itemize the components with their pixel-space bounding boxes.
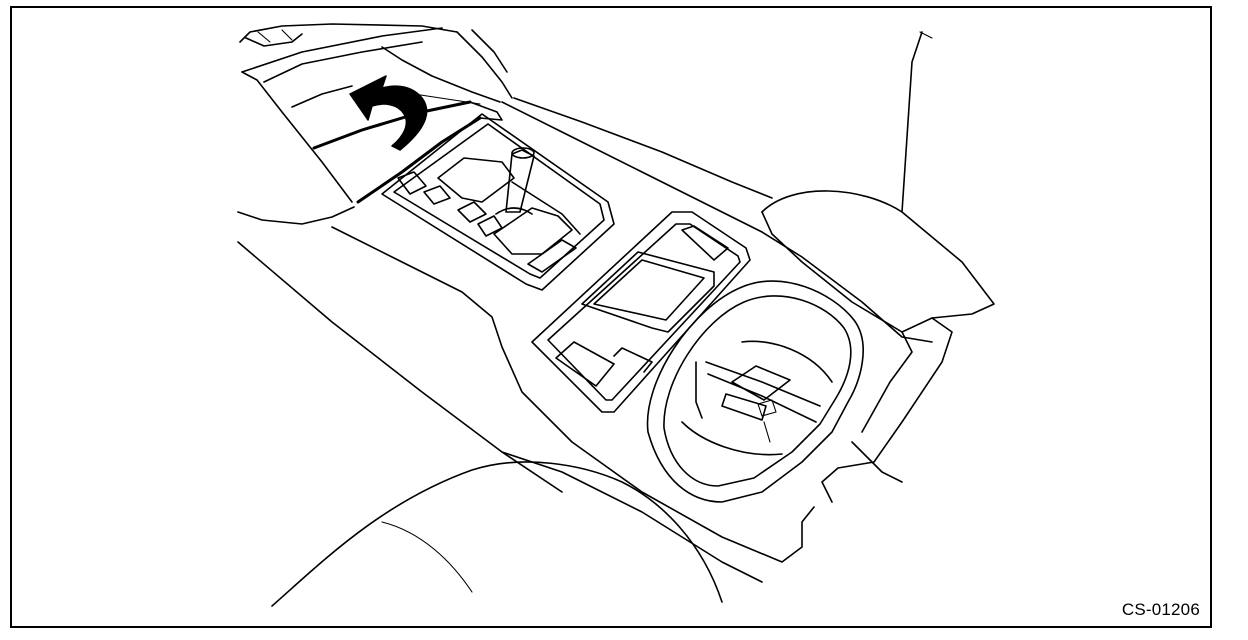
console-body <box>237 97 933 583</box>
center-console-illustration <box>237 23 995 607</box>
seat <box>271 461 723 607</box>
armrest <box>761 31 995 503</box>
figure-id-label: CS-01206 <box>1121 600 1200 619</box>
dashboard-panel <box>239 23 513 203</box>
cup-holder <box>646 280 864 503</box>
shift-lever <box>495 147 535 215</box>
removal-arrow-icon <box>349 75 481 151</box>
shift-gate-panel <box>381 113 615 291</box>
figure-frame: CS-01206 <box>10 6 1212 628</box>
console-tray <box>531 211 751 413</box>
